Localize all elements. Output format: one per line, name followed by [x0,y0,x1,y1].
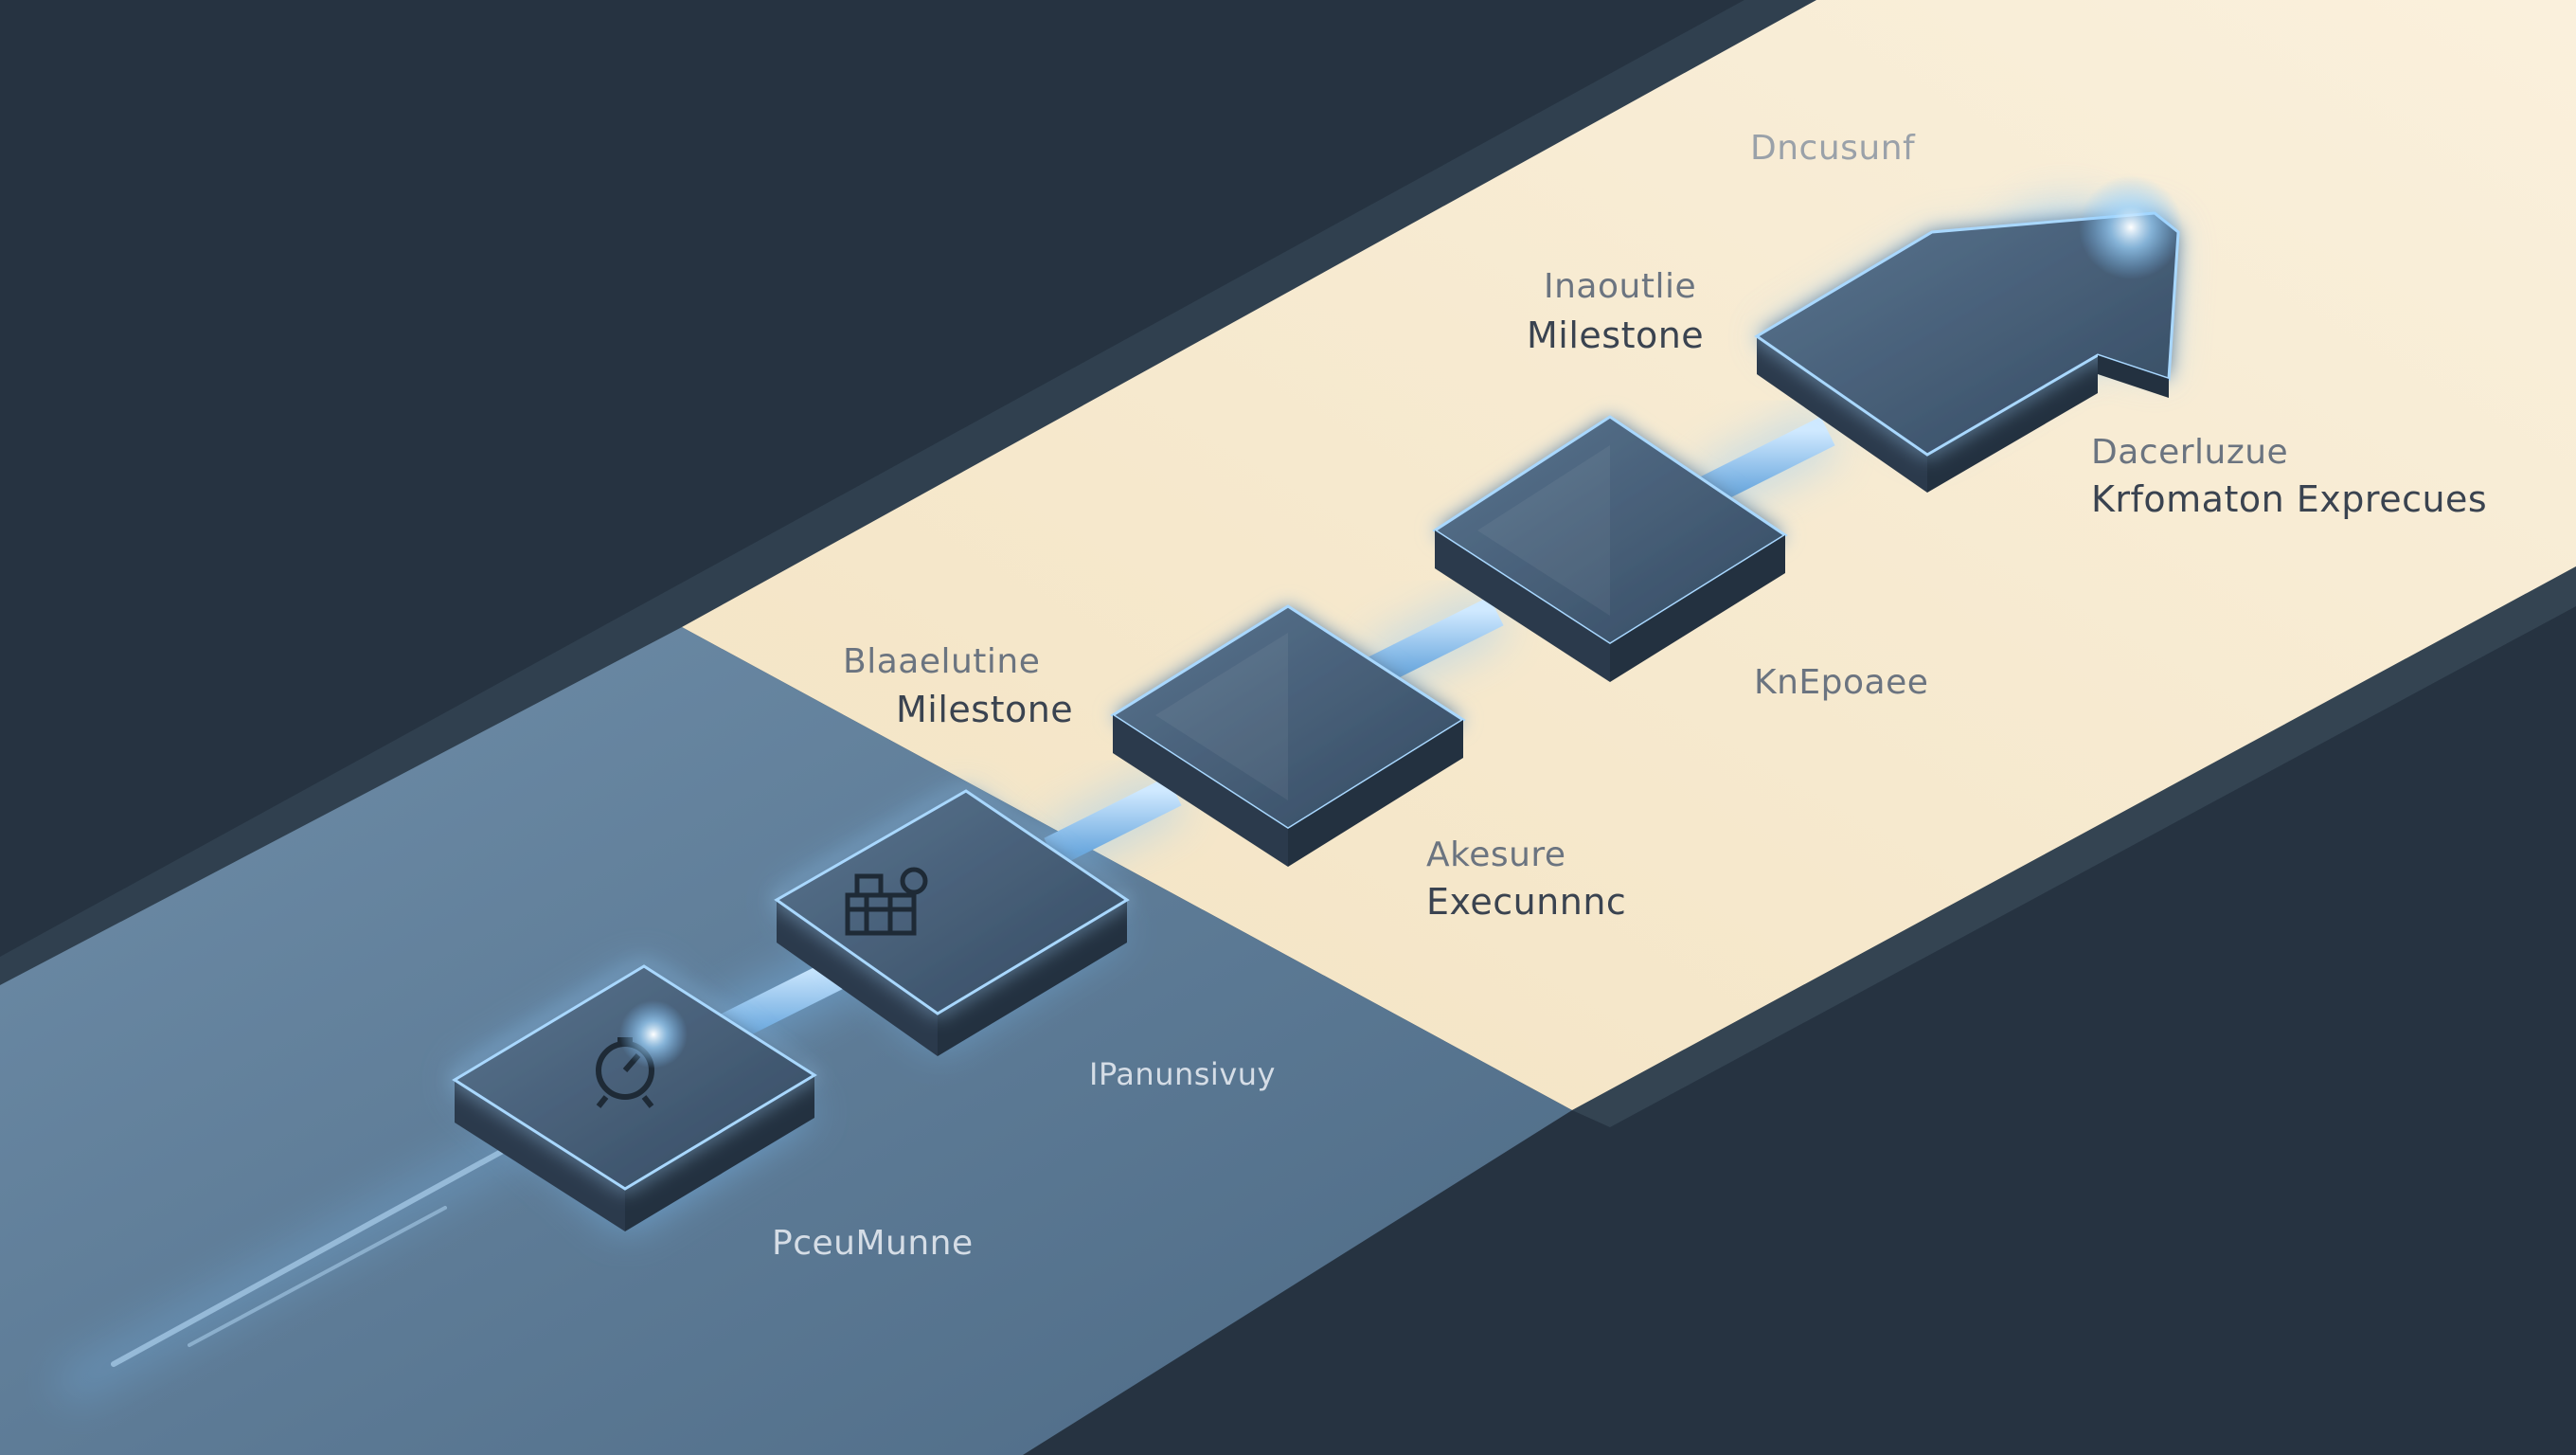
label-execution-subtitle: Execunnnc [1426,881,1627,923]
step-block-2 [774,789,1130,1056]
label-milestone-4-subtitle: Milestone [1527,314,1705,356]
label-milestone-2-subtitle: Milestone [896,689,1074,730]
label-milestone-2-title: Blaaelutine [843,642,1041,681]
label-top-title: Dncusunf [1750,129,1916,168]
label-right-subtitle: Krfomaton Exprecues [2091,478,2488,520]
label-lower-mid: IPanunsivuy [1089,1056,1276,1092]
connector-2-3 [1038,765,1188,878]
label-milestone-4-title: Inaoutlie [1544,267,1697,306]
connector-4-5 [1691,405,1841,518]
step-block-3 [1110,604,1466,867]
connector-3-4 [1360,585,1510,698]
label-execution-title: Akesure [1426,835,1566,874]
factory-icon [845,867,928,936]
label-mid-right: KnEpoaee [1754,663,1929,702]
band-shadow [1572,566,2576,1127]
step-block-1 [452,964,817,1231]
blue-band [0,627,1572,1455]
goal-arrow [1754,199,2180,493]
label-right-title: Dacerluzue [2091,433,2289,472]
label-bottom: PceuMunne [772,1224,974,1263]
step-block-4 [1432,415,1788,682]
light-trail [57,1127,530,1402]
sparkle-1 [619,1000,688,1069]
sparkle-goal [2079,175,2183,279]
